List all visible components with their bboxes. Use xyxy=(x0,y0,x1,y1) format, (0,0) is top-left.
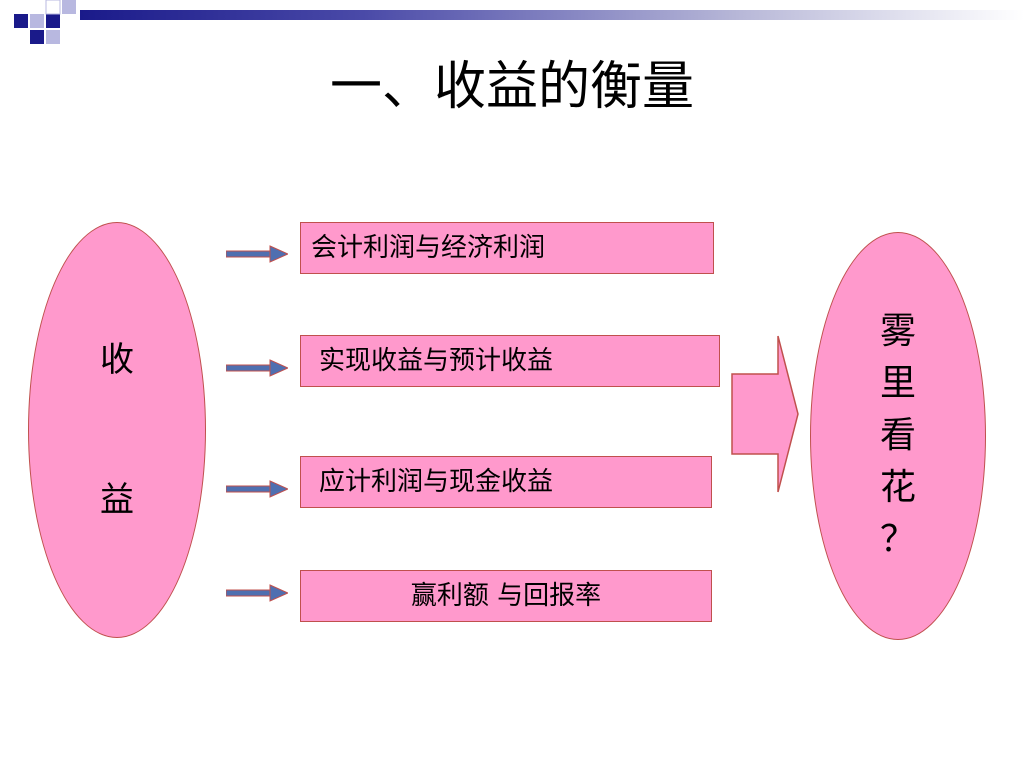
right-ellipse-char: 看 xyxy=(879,415,916,456)
left-ellipse-char: 益 xyxy=(100,480,134,520)
right-ellipse-char: 花 xyxy=(879,467,916,508)
right-ellipse: 雾 里 看 花 ？ xyxy=(810,232,986,640)
arrow-right-icon xyxy=(226,584,288,602)
corner-decoration xyxy=(14,0,76,44)
arrow-right-icon xyxy=(226,480,288,498)
left-ellipse: 收 益 xyxy=(28,222,206,638)
right-ellipse-char: 雾 xyxy=(879,311,916,352)
slide-title: 一、收益的衡量 xyxy=(330,57,695,117)
concept-box: 实现收益与预计收益 xyxy=(300,335,720,387)
big-arrow-right-icon xyxy=(731,335,799,493)
arrow-right-icon xyxy=(226,359,288,377)
concept-box: 赢利额 与回报率 xyxy=(300,570,712,622)
arrow-right-icon xyxy=(226,245,288,263)
concept-box: 会计利润与经济利润 xyxy=(300,222,714,274)
right-ellipse-char: ？ xyxy=(879,519,916,560)
right-ellipse-char: 里 xyxy=(879,363,916,404)
left-ellipse-char: 收 xyxy=(100,340,134,380)
concept-box: 应计利润与现金收益 xyxy=(300,456,712,508)
title-gradient-bar xyxy=(80,10,1024,20)
